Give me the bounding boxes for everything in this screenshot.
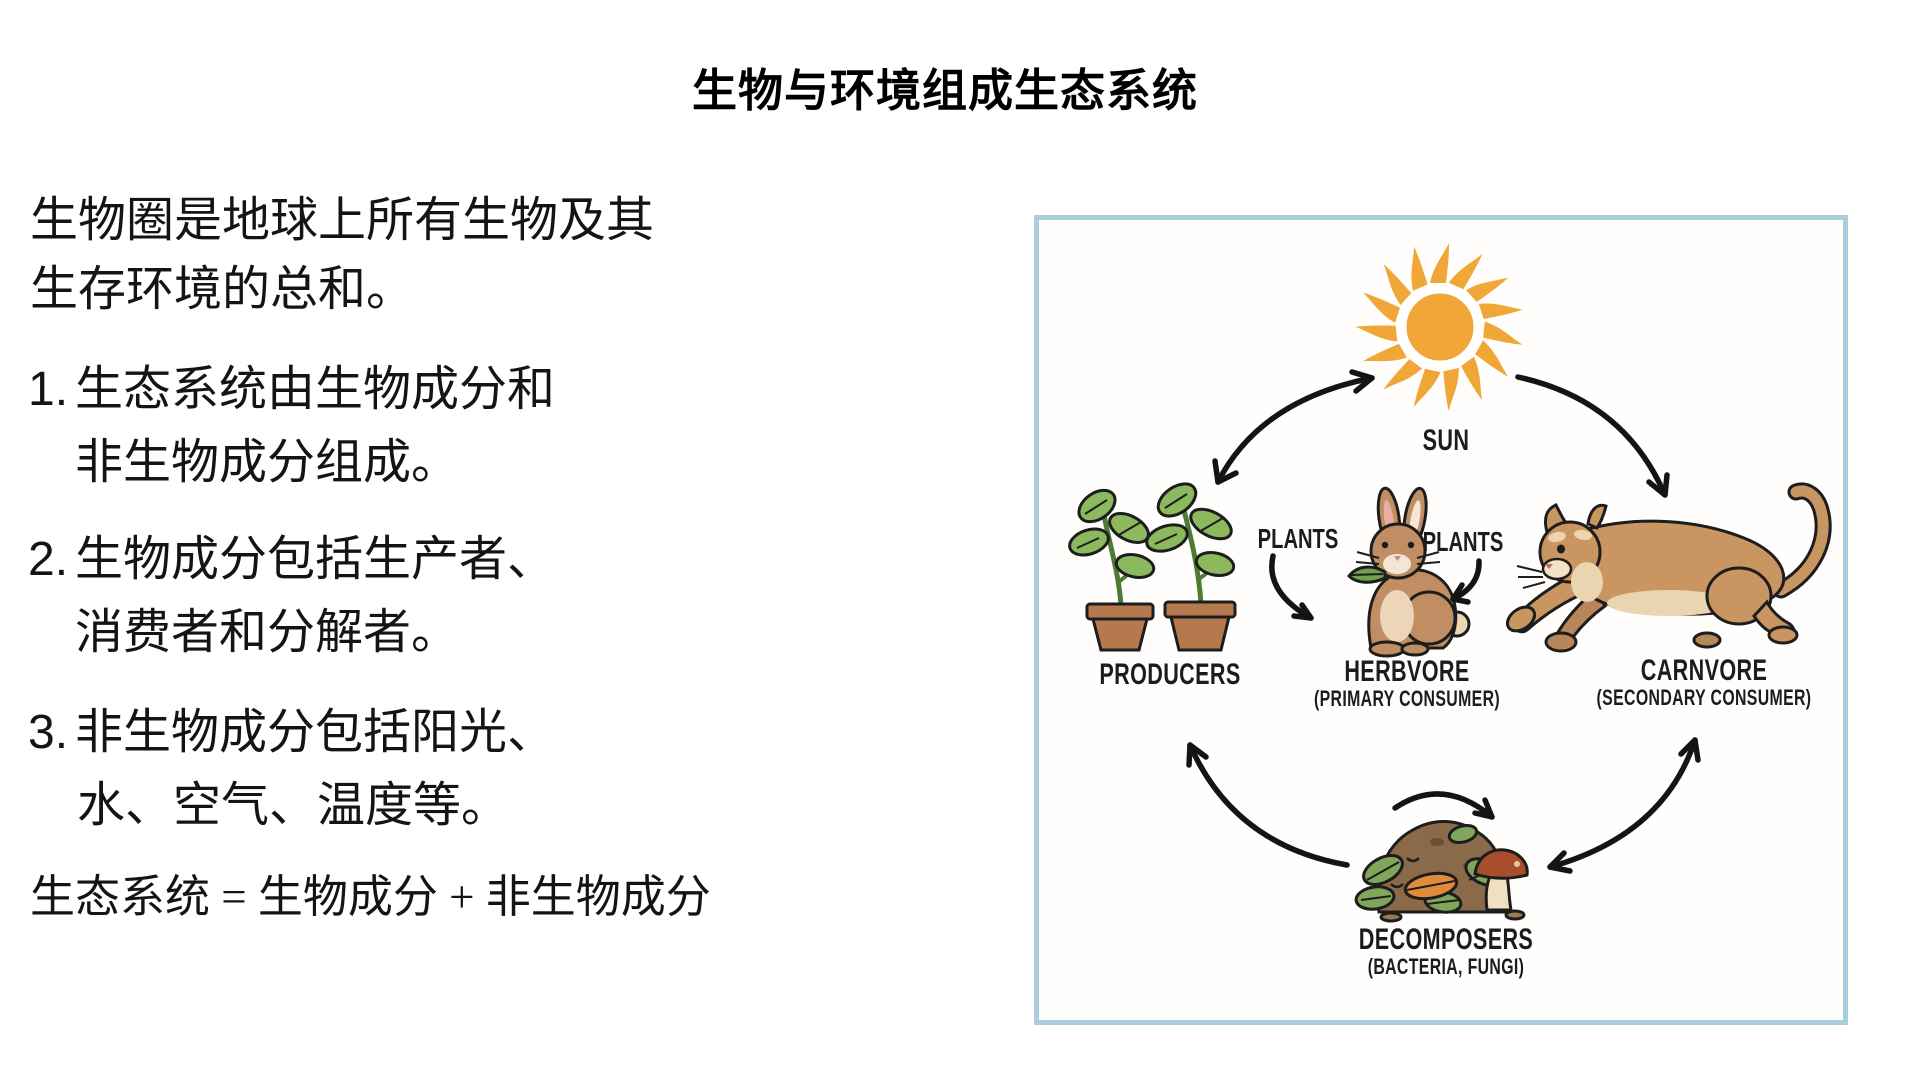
arrow-sun-carnivore bbox=[1515, 374, 1670, 498]
compost-icon bbox=[1354, 819, 1529, 923]
rabbit-icon bbox=[1346, 486, 1471, 658]
arrow-plants-left bbox=[1269, 553, 1314, 621]
herbivore-label: HERBVORE bbox=[1344, 655, 1470, 688]
intro-line-1: 生物圈是地球上所有生物及其 bbox=[30, 194, 655, 247]
list-item-2-cont: 消费者和分解者。 bbox=[75, 606, 460, 659]
herbivore-sublabel: (PRIMARY CONSUMER) bbox=[1313, 686, 1501, 711]
sun-icon bbox=[1355, 243, 1523, 412]
list-item-3-number: 3. bbox=[28, 706, 69, 759]
carnivore-sublabel: (SECONDARY CONSUMER) bbox=[1596, 685, 1812, 710]
intro-line-2: 生存环境的总和。 bbox=[30, 263, 415, 316]
cougar-icon bbox=[1505, 482, 1832, 653]
list-item-2: 2.生物成分包括生产者、 bbox=[28, 533, 556, 587]
decomposers-sublabel: (BACTERIA, FUNGI) bbox=[1367, 954, 1525, 979]
arrow-carnivore-decomposers bbox=[1547, 737, 1701, 874]
ecosystem-equation: 生态系统 = 生物成分 + 非生物成分 bbox=[30, 872, 711, 922]
arrow-herbivore-decomposers bbox=[1392, 791, 1495, 820]
potted-plant-icon bbox=[1068, 488, 1156, 652]
list-item-3-cont: 水、空气、温度等。 bbox=[77, 779, 510, 832]
arrow-plants-right bbox=[1450, 558, 1482, 605]
producers-label: PRODUCERS bbox=[1099, 658, 1241, 691]
arrow-producers-sun bbox=[1212, 369, 1375, 485]
list-item-1-text: 生态系统由生物成分和 bbox=[75, 363, 556, 416]
list-item-1-number: 1. bbox=[28, 363, 69, 416]
sun-label: SUN bbox=[1422, 424, 1470, 457]
decomposers-label: DECOMPOSERS bbox=[1358, 923, 1534, 956]
list-item-2-text: 生物成分包括生产者、 bbox=[75, 533, 556, 586]
list-item-3-text: 非生物成分包括阳光、 bbox=[75, 706, 556, 759]
arrow-decomposers-producers bbox=[1186, 742, 1350, 868]
page-title: 生物与环境组成生态系统 bbox=[691, 65, 1198, 116]
list-item-1-cont: 非生物成分组成。 bbox=[75, 436, 460, 489]
list-item-2-number: 2. bbox=[28, 533, 69, 586]
list-item-1: 1.生态系统由生物成分和 bbox=[28, 363, 556, 417]
carnivore-label: CARNVORE bbox=[1640, 654, 1768, 687]
potted-plant-icon bbox=[1145, 482, 1237, 652]
plants-label-right: PLANTS bbox=[1422, 526, 1504, 557]
list-item-3: 3.非生物成分包括阳光、 bbox=[28, 706, 556, 760]
ecosystem-diagram: SUN PLANTS PLANTS PRODUCERS HERBVORE (PR… bbox=[1034, 215, 1848, 1025]
cycle-arrows bbox=[1186, 369, 1701, 874]
plants-label-left: PLANTS bbox=[1257, 523, 1339, 554]
ecosystem-diagram-art bbox=[1068, 243, 1832, 923]
